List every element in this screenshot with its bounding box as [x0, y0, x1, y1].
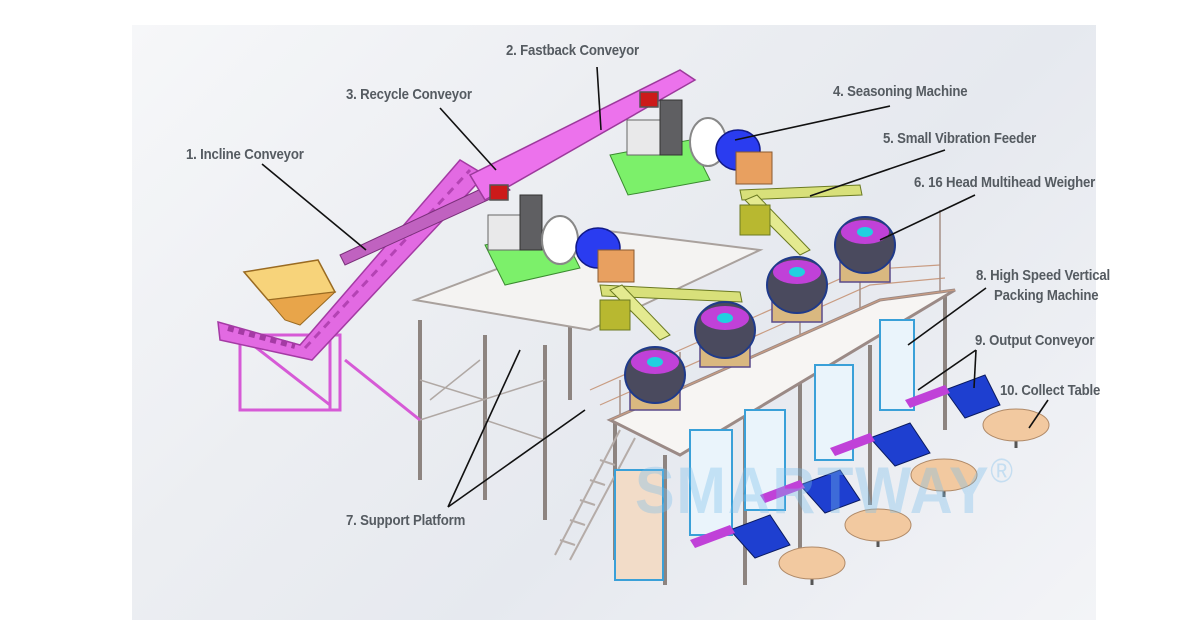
incline-conveyor [217, 159, 487, 422]
label-seasoning-machine: 4. Seasoning Machine [833, 83, 968, 100]
recycle-conveyor [339, 179, 511, 266]
weigher-4 [834, 216, 896, 283]
fastback-conveyor [468, 69, 697, 202]
seasoning-machine-1 [484, 194, 635, 286]
watermark-text: SMARTWAY [635, 453, 991, 527]
label-support-platform: 7. Support Platform [346, 512, 466, 529]
leader-lines [261, 66, 1049, 508]
weigher-1 [624, 346, 686, 411]
weigher-2 [694, 301, 756, 368]
label-packing-machine-line2: Packing Machine [994, 287, 1099, 304]
support-platform [418, 260, 947, 585]
output-conveyors [690, 374, 1001, 559]
label-packing-machine-line1: 8. High Speed Vertical [976, 267, 1111, 284]
multihead-weighers [624, 216, 896, 411]
label-small-vibration-feeder: 5. Small Vibration Feeder [883, 130, 1037, 147]
weigher-3 [766, 256, 828, 323]
label-incline-conveyor: 1. Incline Conveyor [186, 146, 304, 163]
label-multihead-weigher: 6. 16 Head Multihead Weigher [914, 174, 1096, 191]
brand-watermark: SMARTWAY® [635, 452, 1015, 528]
label-output-conveyor: 9. Output Conveyor [975, 332, 1095, 349]
seasoning-machine-2 [609, 99, 773, 196]
registered-mark: ® [990, 452, 1015, 490]
label-collect-table: 10. Collect Table [1000, 382, 1101, 399]
label-fastback-conveyor: 2. Fastback Conveyor [506, 42, 639, 59]
collect-tables [778, 408, 1050, 585]
label-recycle-conveyor: 3. Recycle Conveyor [346, 86, 472, 103]
